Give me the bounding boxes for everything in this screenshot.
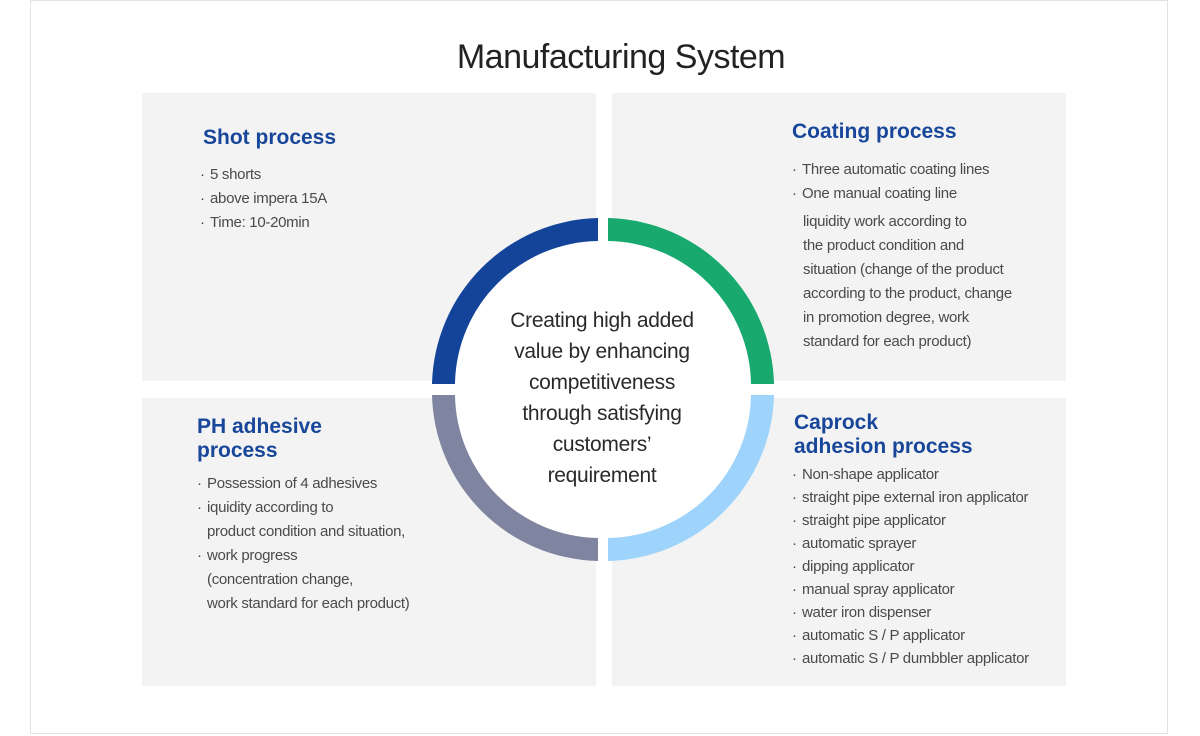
list-item-continuation: work standard for each product) bbox=[207, 595, 410, 612]
bullet-dot-icon: · bbox=[200, 214, 205, 231]
list-item: ·Possession of 4 adhesives bbox=[197, 472, 409, 496]
bullet-dot-icon: · bbox=[792, 627, 797, 644]
bullet-dot-icon: · bbox=[197, 499, 202, 516]
bullet-dot-icon: · bbox=[200, 166, 205, 183]
center-statement: Creating high added value by enhancing c… bbox=[482, 305, 722, 491]
list-item: ·straight pipe applicator bbox=[792, 509, 1029, 532]
bullet-dot-icon: · bbox=[792, 489, 797, 506]
list-item: ·5 shorts bbox=[200, 163, 327, 187]
coating-process-list: ·Three automatic coating lines ·One manu… bbox=[792, 158, 990, 206]
bullet-dot-icon: · bbox=[792, 512, 797, 529]
bullet-dot-icon: · bbox=[200, 190, 205, 207]
center-line: through satisfying bbox=[522, 402, 682, 425]
note-line: the product condition and bbox=[803, 237, 964, 254]
list-item: ·automatic sprayer bbox=[792, 532, 1029, 555]
list-item: ·dipping applicator bbox=[792, 555, 1029, 578]
bullet-dot-icon: · bbox=[197, 475, 202, 492]
ph-adhesive-title: PH adhesive process bbox=[197, 415, 322, 462]
list-item: ·automatic S / P dumbbler applicator bbox=[792, 647, 1029, 670]
note-line: according to the product, change bbox=[803, 285, 1012, 302]
note-line: liquidity work according to bbox=[803, 213, 967, 230]
list-item: ·work progress(concentration change,work… bbox=[197, 544, 410, 616]
center-line: value by enhancing bbox=[514, 340, 690, 363]
list-item: ·Three automatic coating lines bbox=[792, 158, 990, 182]
page-title: Manufacturing System bbox=[456, 38, 786, 76]
coating-process-note: liquidity work according to the product … bbox=[803, 210, 1012, 354]
list-item: ·Non-shape applicator bbox=[792, 463, 1029, 486]
list-item: ·Time: 10-20min bbox=[200, 211, 327, 235]
center-line: requirement bbox=[547, 464, 657, 487]
list-item: ·One manual coating line bbox=[792, 182, 989, 206]
bullet-dot-icon: · bbox=[792, 581, 797, 598]
shot-process-list: ·5 shorts ·above impera 15A ·Time: 10-20… bbox=[200, 163, 327, 235]
bullet-dot-icon: · bbox=[792, 535, 797, 552]
list-item: ·above impera 15A bbox=[200, 187, 327, 211]
shot-process-title: Shot process bbox=[203, 126, 337, 149]
note-line: in promotion degree, work bbox=[803, 309, 969, 326]
bullet-dot-icon: · bbox=[792, 161, 797, 178]
list-item: ·water iron dispenser bbox=[792, 601, 1029, 624]
note-line: standard for each product) bbox=[803, 333, 972, 350]
center-line: competitiveness bbox=[528, 371, 676, 394]
center-line: customers’ bbox=[552, 433, 652, 456]
list-item-continuation: product condition and situation, bbox=[207, 523, 406, 540]
ph-adhesive-panel: PH adhesive process ·Possession of 4 adh… bbox=[142, 398, 596, 686]
bullet-dot-icon: · bbox=[792, 466, 797, 483]
list-item-continuation: (concentration change, bbox=[207, 571, 354, 588]
list-item: ·automatic S / P applicator bbox=[792, 624, 1029, 647]
bullet-dot-icon: · bbox=[197, 547, 202, 564]
coating-process-title: Coating process bbox=[792, 120, 957, 143]
bullet-dot-icon: · bbox=[792, 650, 797, 667]
caprock-adhesion-list: ·Non-shape applicator ·straight pipe ext… bbox=[792, 463, 1029, 670]
list-item: ·straight pipe external iron applicator bbox=[792, 486, 1029, 509]
caprock-adhesion-title: Caprock adhesion process bbox=[794, 411, 973, 458]
note-line: situation (change of the product bbox=[803, 261, 1004, 278]
list-item: ·manual spray applicator bbox=[792, 578, 1029, 601]
bullet-dot-icon: · bbox=[792, 604, 797, 621]
bullet-dot-icon: · bbox=[792, 558, 797, 575]
shot-process-panel: Shot process ·5 shorts ·above impera 15A… bbox=[142, 93, 596, 381]
center-line: Creating high added bbox=[510, 309, 694, 332]
ph-adhesive-list: ·Possession of 4 adhesives ·iquidity acc… bbox=[197, 472, 410, 616]
bullet-dot-icon: · bbox=[792, 185, 797, 202]
